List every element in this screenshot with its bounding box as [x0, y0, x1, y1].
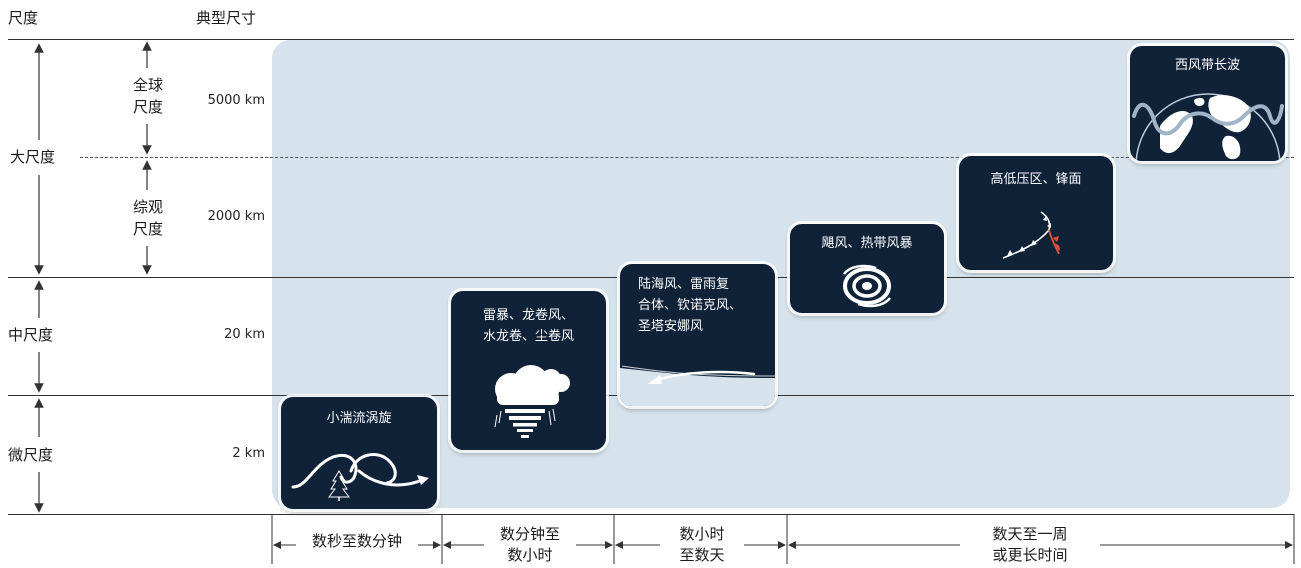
size-label-2000: 2000 km: [207, 209, 265, 224]
card-title: 陆海风、雷雨复 合体、钦诺克风、 圣塔安娜风: [638, 277, 743, 334]
macro-scale-label: 大尺度: [8, 147, 58, 167]
meso-scale-label: 中尺度: [8, 326, 54, 344]
timeline-axis: [271, 514, 1295, 564]
size-label-2: 2 km: [232, 446, 265, 461]
time-range-days: 数天至一周 或更长时间: [960, 524, 1100, 566]
card-hurricane: 飓风、热带风暴: [790, 224, 944, 313]
card-long-waves: 西风带长波: [1130, 46, 1285, 161]
global-synoptic-divider: [80, 157, 1294, 158]
card-fronts: 高低压区、锋面: [959, 156, 1113, 270]
bottom-line: [8, 514, 1294, 515]
card-title: 西风带长波: [1174, 58, 1240, 73]
card-small-eddies: 小湍流涡旋: [281, 397, 437, 509]
top-line: [8, 39, 1294, 40]
time-range-minutes: 数分钟至 数小时: [484, 524, 576, 566]
card-title: 小湍流涡旋: [326, 411, 392, 426]
micro-scale-label: 微尺度: [8, 446, 54, 464]
thunderstorm-icon: [494, 365, 570, 438]
hurricane-icon: [843, 264, 891, 308]
card-title: 飓风、热带风暴: [821, 236, 913, 251]
time-range-hours: 数小时 至数天: [660, 524, 744, 566]
size-header: 典型尺寸: [196, 9, 257, 27]
phenomena-region: [272, 40, 1290, 508]
synoptic-scale-label: 综观 尺度: [132, 198, 163, 238]
card-thunderstorm: 雷暴、龙卷风、 水龙卷、尘卷风: [451, 291, 606, 450]
globe-icon: [1132, 93, 1284, 161]
global-scale-label: 全球 尺度: [132, 76, 163, 116]
front-icon: [1002, 211, 1060, 259]
size-label-20: 20 km: [224, 327, 265, 342]
card-sea-breeze: 陆海风、雷雨复 合体、钦诺克风、 圣塔安娜风: [620, 264, 775, 406]
time-range-seconds: 数秒至数分钟: [296, 531, 418, 552]
sea-breeze-icon: [620, 365, 775, 406]
card-title: 高低压区、锋面: [990, 172, 1082, 187]
scale-header: 尺度: [8, 9, 39, 27]
card-title: 雷暴、龙卷风、 水龙卷、尘卷风: [482, 308, 574, 344]
size-label-5000: 5000 km: [207, 93, 265, 108]
eddy-icon: [291, 453, 429, 501]
scale-arrows: [34, 41, 152, 513]
